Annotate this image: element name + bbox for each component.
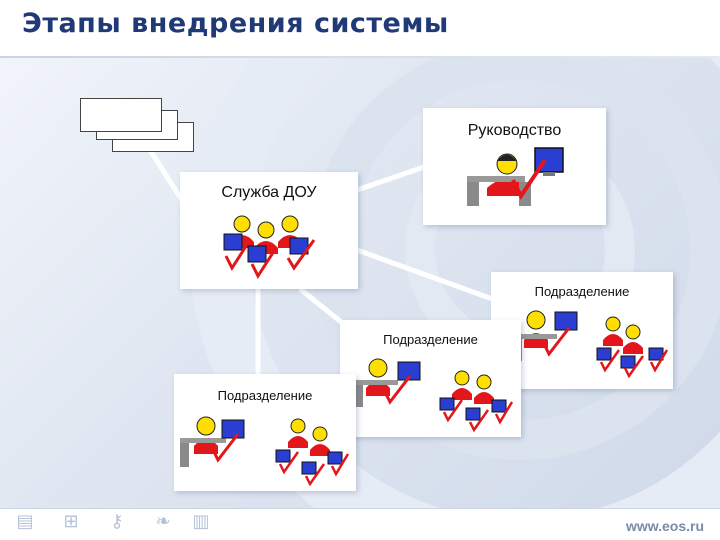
management-card: Руководство bbox=[423, 108, 606, 225]
header-divider bbox=[0, 56, 720, 58]
footer-url[interactable]: www.eos.ru bbox=[625, 518, 704, 534]
dou-service-label: Служба ДОУ bbox=[221, 184, 317, 201]
workstation-icon bbox=[247, 221, 278, 280]
workstation-icon bbox=[223, 215, 254, 272]
document-icon[interactable]: ▤ bbox=[16, 511, 34, 532]
workstation-icon bbox=[278, 215, 316, 271]
page-title: Этапы внедрения системы bbox=[22, 8, 449, 39]
header: Этапы внедрения системы bbox=[0, 0, 720, 58]
dou-service-card: Служба ДОУ bbox=[180, 172, 358, 289]
department-left-group bbox=[180, 416, 350, 487]
leaf-icon[interactable]: ❧ bbox=[155, 511, 171, 532]
structure-icon[interactable]: ⊞ bbox=[63, 511, 79, 532]
department-label: Подразделение bbox=[217, 388, 313, 403]
management-workstation bbox=[467, 147, 564, 206]
workstation-icon bbox=[513, 310, 578, 361]
department-card-middle: Подразделение bbox=[340, 320, 521, 437]
department-label: Подразделение bbox=[534, 284, 630, 299]
management-label: Руководство bbox=[467, 122, 562, 139]
footer bbox=[0, 508, 720, 540]
key-icon[interactable]: ⚷ bbox=[110, 511, 124, 532]
workstation-icon bbox=[180, 416, 245, 467]
workstation-icon bbox=[467, 147, 564, 206]
dou-team-group bbox=[223, 215, 316, 280]
department-card-left: Подразделение bbox=[174, 374, 356, 491]
department-middle-group bbox=[354, 358, 514, 433]
document-icon bbox=[80, 98, 162, 132]
workstation-icon bbox=[275, 418, 350, 487]
footer-divider bbox=[0, 508, 720, 509]
department-card-right: Подразделение bbox=[491, 272, 673, 389]
workstation-icon bbox=[596, 316, 669, 379]
workstation-icon bbox=[439, 370, 514, 433]
note-icon[interactable]: ▥ bbox=[192, 511, 210, 532]
workstation-icon bbox=[354, 358, 421, 407]
department-label: Подразделение bbox=[383, 332, 478, 347]
